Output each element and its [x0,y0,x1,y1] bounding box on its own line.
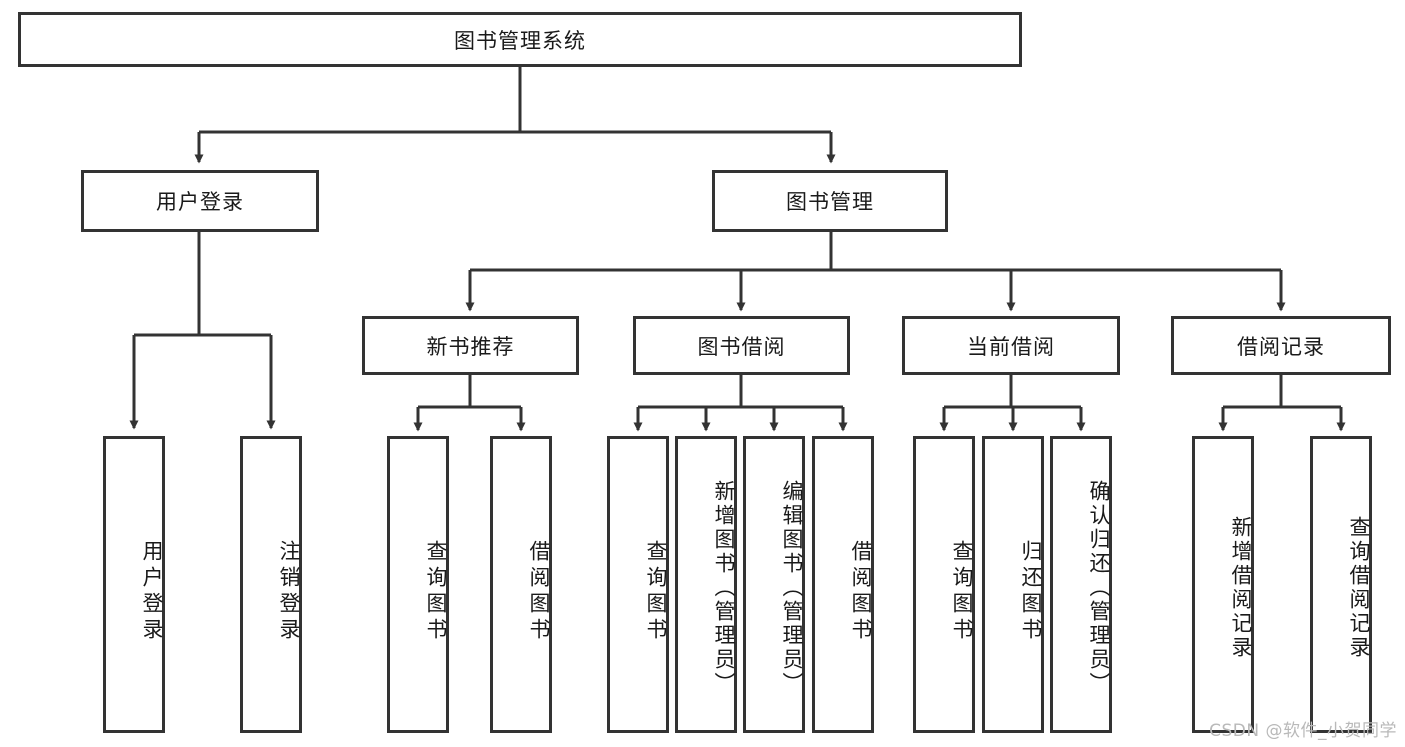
node-book-management-label: 图书管理 [786,190,874,214]
node-new-book-recommend[interactable]: 新书推荐 [362,316,579,375]
node-leaf-borrow-book-label: 借阅图书 [849,539,873,644]
node-leaf-logout-label: 注销登录 [277,539,301,644]
node-leaf-query-book-recommend[interactable]: 查询图书 [387,436,449,733]
node-leaf-edit-book-label: 编辑图书（管理员） [780,479,804,696]
node-book-borrow[interactable]: 图书借阅 [633,316,850,375]
node-new-book-recommend-label: 新书推荐 [426,334,515,359]
node-leaf-query-borrow-record[interactable]: 查询借阅记录 [1310,436,1372,733]
node-leaf-query-book-borrow[interactable]: 查询图书 [607,436,669,733]
node-leaf-logout[interactable]: 注销登录 [240,436,302,733]
node-leaf-query-book-recommend-label: 查询图书 [424,539,448,644]
node-leaf-add-borrow-record[interactable]: 新增借阅记录 [1192,436,1254,733]
node-leaf-user-login[interactable]: 用户登录 [103,436,165,733]
node-leaf-add-borrow-record-label: 新增借阅记录 [1229,515,1253,660]
node-leaf-query-book-borrow-label: 查询图书 [644,539,668,644]
node-leaf-user-login-label: 用户登录 [140,539,164,644]
node-leaf-borrow-book-recommend-label: 借阅图书 [527,539,551,644]
node-user-login-label: 用户登录 [156,190,244,214]
node-leaf-return-book[interactable]: 归还图书 [982,436,1044,733]
node-leaf-borrow-book-recommend[interactable]: 借阅图书 [490,436,552,733]
node-leaf-edit-book[interactable]: 编辑图书（管理员） [743,436,805,733]
node-root-system-label: 图书管理系统 [454,28,586,53]
node-book-borrow-label: 图书借阅 [697,334,786,359]
node-book-management[interactable]: 图书管理 [712,170,948,232]
node-leaf-borrow-book[interactable]: 借阅图书 [812,436,874,733]
node-leaf-query-borrow-record-label: 查询借阅记录 [1347,515,1371,660]
node-leaf-add-book-label: 新增图书（管理员） [712,479,736,696]
node-current-borrow[interactable]: 当前借阅 [902,316,1120,375]
node-leaf-confirm-return-label: 确认归还（管理员） [1087,479,1111,696]
node-borrow-record-label: 借阅记录 [1237,334,1325,359]
node-root-system[interactable]: 图书管理系统 [18,12,1022,67]
node-leaf-add-book[interactable]: 新增图书（管理员） [675,436,737,733]
node-leaf-confirm-return[interactable]: 确认归还（管理员） [1050,436,1112,733]
node-borrow-record[interactable]: 借阅记录 [1171,316,1391,375]
node-leaf-query-book-current[interactable]: 查询图书 [913,436,975,733]
node-leaf-query-book-current-label: 查询图书 [950,539,974,644]
node-user-login[interactable]: 用户登录 [81,170,319,232]
node-current-borrow-label: 当前借阅 [967,334,1055,359]
node-leaf-return-book-label: 归还图书 [1019,539,1043,644]
